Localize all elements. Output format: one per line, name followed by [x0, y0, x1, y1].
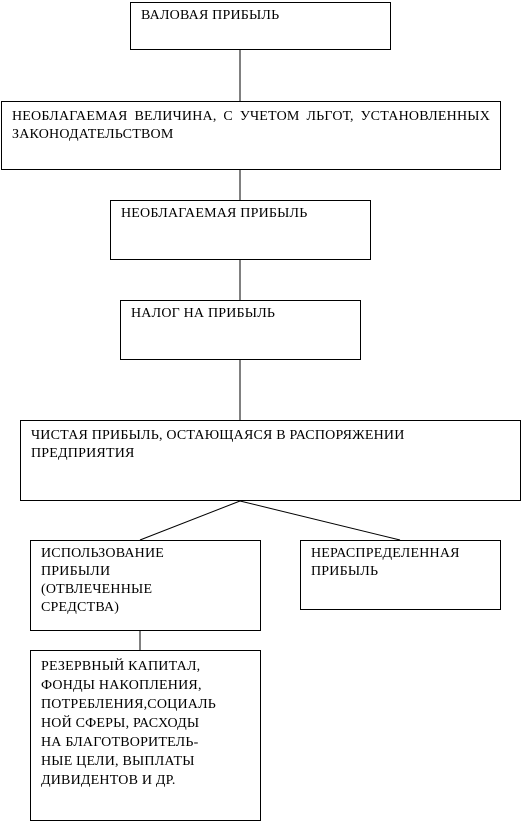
connector-net-profit-to-profit-use — [139, 500, 241, 541]
node-net-profit-label: ЧИСТАЯ ПРИБЫЛЬ, ОСТАЮЩАЯСЯ В РАСПОРЯЖЕНИ… — [31, 428, 405, 461]
node-net-profit: ЧИСТАЯ ПРИБЫЛЬ, ОСТАЮЩАЯСЯ В РАСПОРЯЖЕНИ… — [20, 420, 521, 501]
node-gross-profit: ВАЛОВАЯ ПРИБЫЛЬ — [130, 2, 391, 50]
node-gross-profit-label: ВАЛОВАЯ ПРИБЫЛЬ — [141, 8, 280, 23]
node-retained-profit: НЕРАСПРЕДЕЛЕННАЯ ПРИБЫЛЬ — [300, 540, 501, 610]
node-profit-allocation: РЕЗЕРВНЫЙ КАПИТАЛ, ФОНДЫ НАКОПЛЕНИЯ, ПОТ… — [30, 650, 261, 821]
connector-net-profit-to-retained-profit — [239, 500, 401, 541]
node-retained-profit-label: НЕРАСПРЕДЕЛЕННАЯ ПРИБЫЛЬ — [311, 546, 460, 579]
node-non-taxable-amount-label: НЕОБЛАГАЕМАЯ ВЕЛИЧИНА, С УЧЕТОМ ЛЬГОТ, У… — [12, 109, 490, 142]
node-profit-tax: НАЛОГ НА ПРИБЫЛЬ — [120, 300, 361, 360]
node-profit-allocation-label: РЕЗЕРВНЫЙ КАПИТАЛ, ФОНДЫ НАКОПЛЕНИЯ, ПОТ… — [41, 659, 217, 788]
node-non-taxable-amount: НЕОБЛАГАЕМАЯ ВЕЛИЧИНА, С УЧЕТОМ ЛЬГОТ, У… — [1, 101, 501, 170]
node-non-taxable-profit: НЕОБЛАГАЕМАЯ ПРИБЫЛЬ — [110, 200, 371, 260]
node-profit-use: ИСПОЛЬЗОВАНИЕ ПРИБЫЛИ (ОТВЛЕЧЕННЫЕ СРЕДС… — [30, 540, 261, 631]
node-profit-use-label: ИСПОЛЬЗОВАНИЕ ПРИБЫЛИ (ОТВЛЕЧЕННЫЕ СРЕДС… — [41, 546, 165, 615]
node-non-taxable-profit-label: НЕОБЛАГАЕМАЯ ПРИБЫЛЬ — [121, 206, 308, 221]
node-profit-tax-label: НАЛОГ НА ПРИБЫЛЬ — [131, 306, 276, 321]
